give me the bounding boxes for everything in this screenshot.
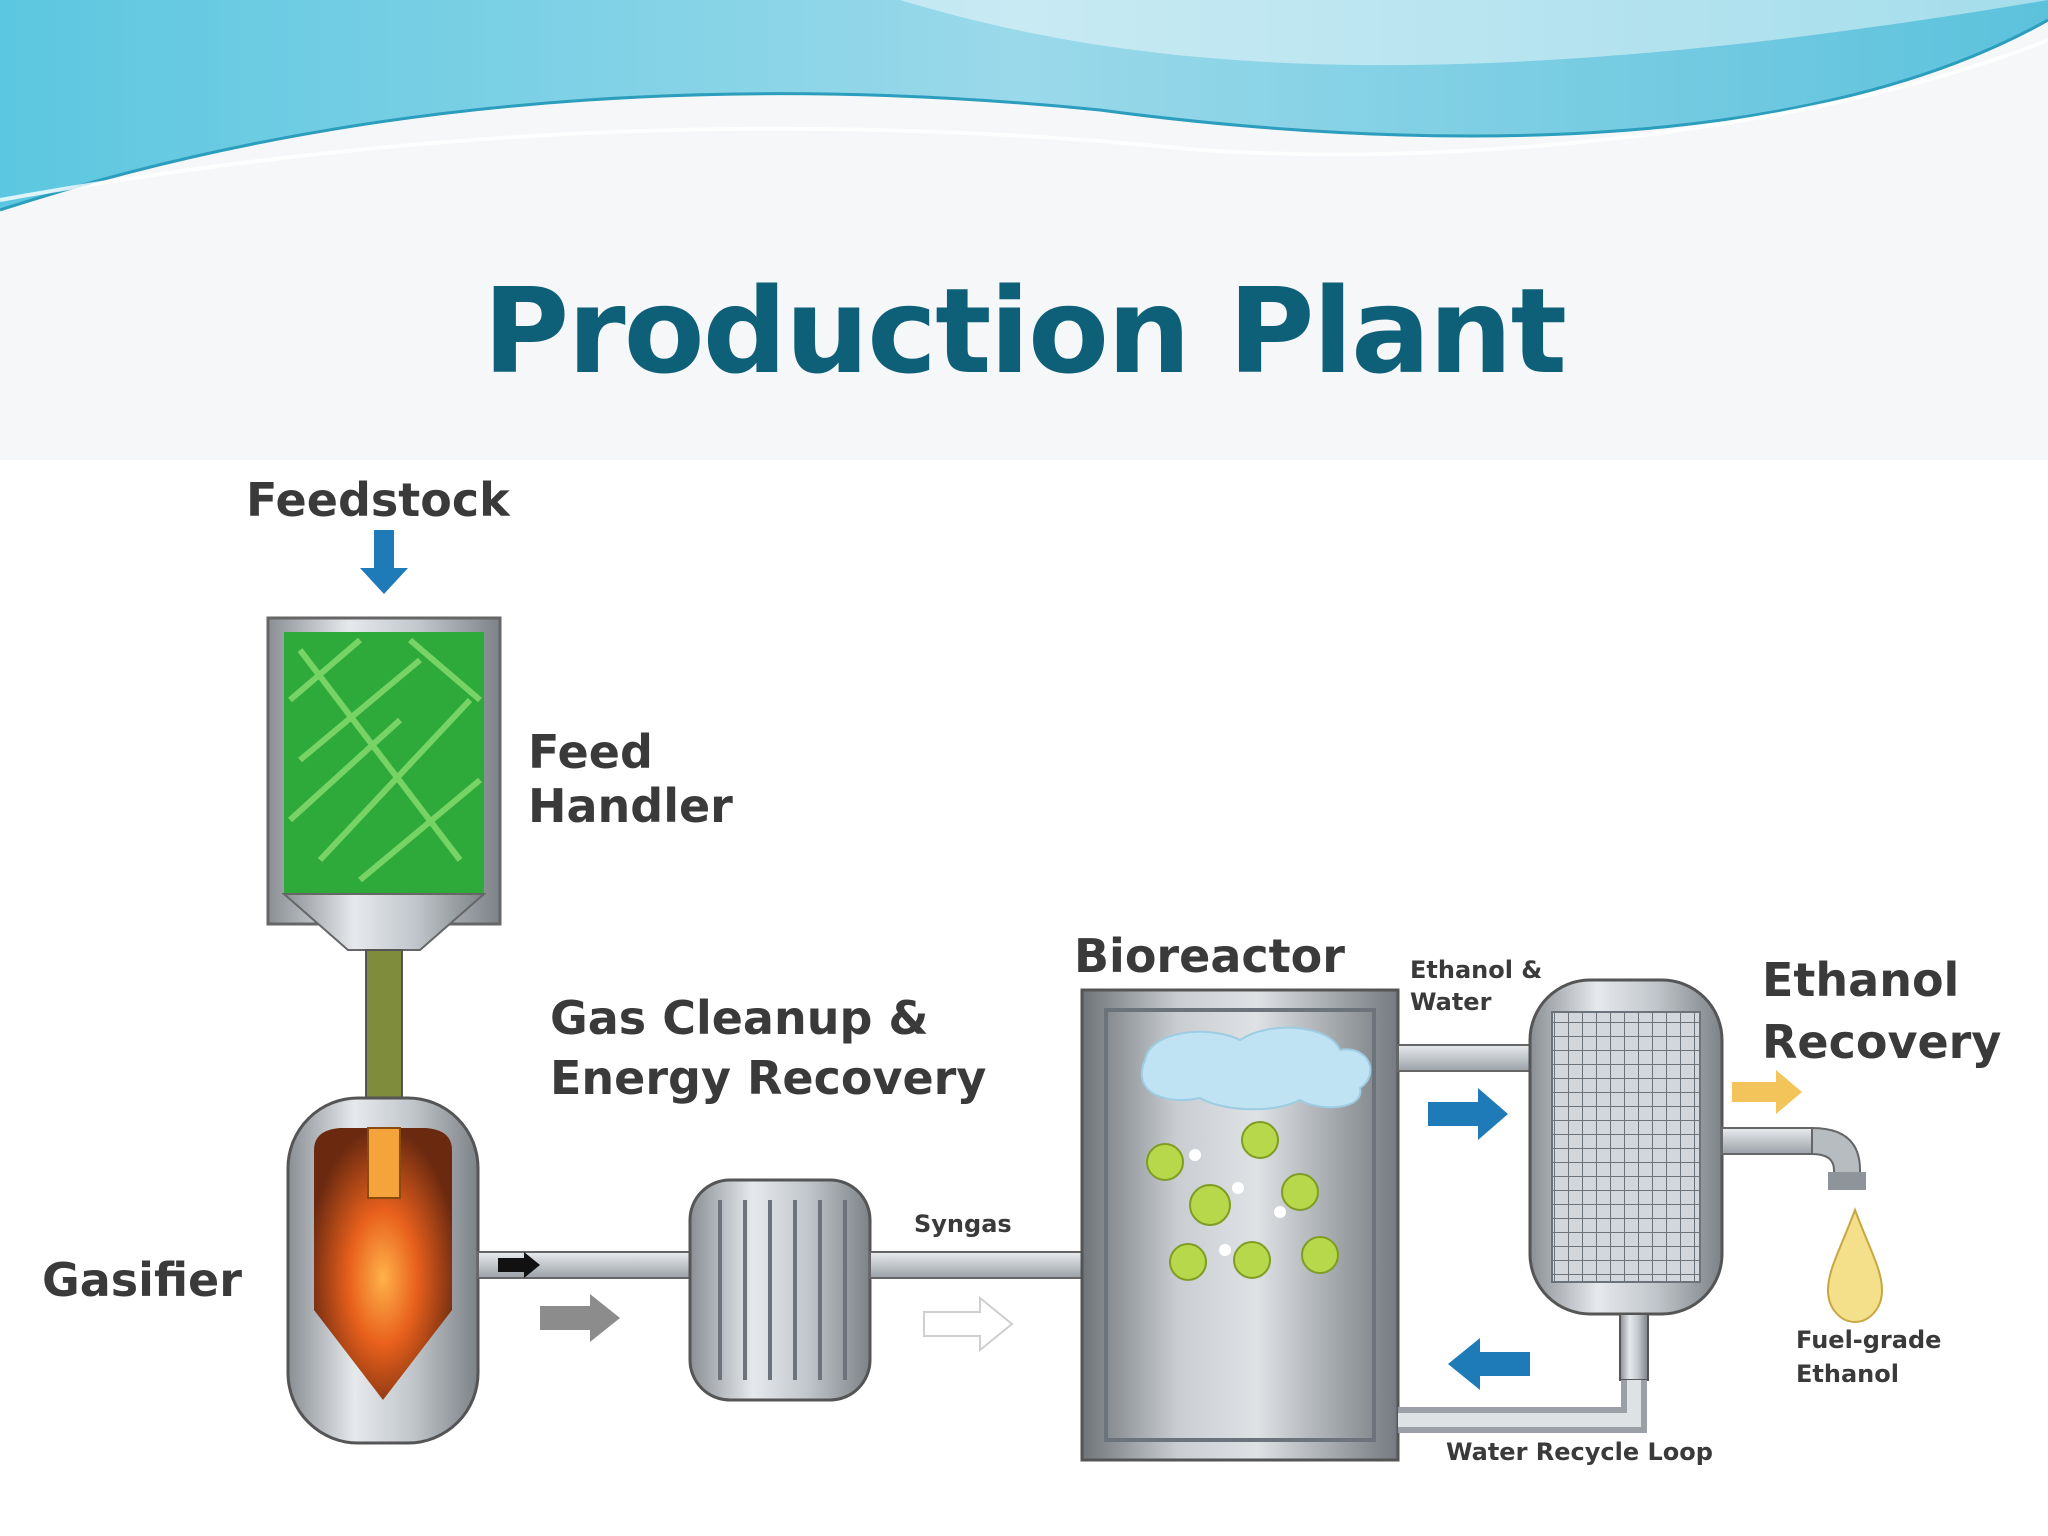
- gasifier-unit: [286, 1096, 480, 1445]
- feed-handler-label-line1: Feed: [528, 725, 653, 779]
- down-arrow-icon: [360, 530, 408, 594]
- tap-icon: [1721, 1126, 1866, 1190]
- left-arrow-icon: [1448, 1338, 1530, 1390]
- pipe-ethanol-water: [1397, 1044, 1531, 1072]
- right-arrow-icon: [1732, 1070, 1802, 1114]
- bioreactor-label: Bioreactor: [1074, 929, 1345, 983]
- fuel-grade-ethanol-label-line1: Fuel-grade: [1796, 1326, 1941, 1354]
- gas-cleanup-unit: [688, 1178, 872, 1402]
- pipe-syngas: [869, 1251, 1083, 1279]
- right-arrow-icon: [540, 1294, 620, 1342]
- ethanol-recovery-label-line1: Ethanol: [1762, 953, 1959, 1007]
- pipe-water-recycle: [1398, 1380, 1647, 1433]
- pipe-gasifier-to-cleanup: [477, 1251, 699, 1279]
- feedstock-label: Feedstock: [246, 473, 511, 527]
- ethanol-recovery-label-line2: Recovery: [1762, 1015, 2001, 1069]
- syngas-label: Syngas: [914, 1210, 1012, 1238]
- feed-handler-label-line2: Handler: [528, 779, 733, 833]
- feed-handler-unit: [266, 616, 502, 1101]
- ethanol-water-label-line1: Ethanol &: [1410, 956, 1542, 984]
- ethanol-water-label-line2: Water: [1410, 988, 1492, 1016]
- right-arrow-icon: [923, 1295, 1014, 1353]
- fuel-grade-ethanol-label-line2: Ethanol: [1796, 1360, 1899, 1388]
- bioreactor-unit: [1080, 988, 1400, 1462]
- header-wave: [0, 0, 2048, 212]
- right-arrow-icon: [1428, 1088, 1508, 1140]
- gasifier-label: Gasifier: [42, 1253, 242, 1307]
- droplet-icon: [1826, 1207, 1884, 1324]
- ethanol-recovery-unit: [1528, 978, 1724, 1381]
- gas-cleanup-label-line2: Energy Recovery: [550, 1051, 986, 1105]
- gas-cleanup-label-line1: Gas Cleanup &: [550, 991, 929, 1045]
- page-title: Production Plant: [482, 262, 1567, 400]
- water-recycle-loop-label: Water Recycle Loop: [1446, 1438, 1713, 1466]
